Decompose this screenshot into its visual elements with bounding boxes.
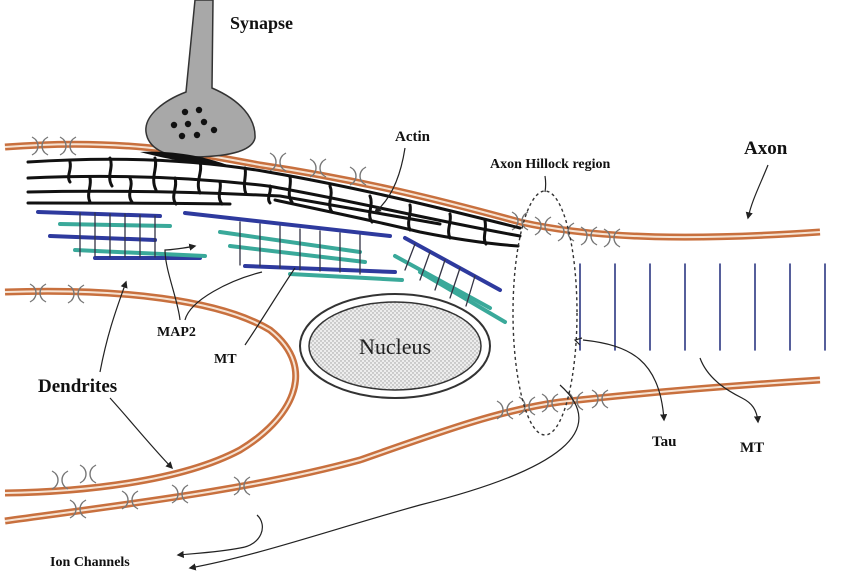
map2-label: MAP2 <box>157 325 196 340</box>
ion-channel-icon <box>51 470 69 490</box>
annotation-lines <box>99 147 769 571</box>
actin-label: Actin <box>395 129 431 145</box>
nucleus-label: Nucleus <box>359 334 431 359</box>
tau-label: Tau <box>652 434 676 450</box>
axon-hillock-label: Axon Hillock region <box>490 157 611 172</box>
mt-left-label: MT <box>214 352 237 367</box>
synapse-label: Synapse <box>230 13 293 33</box>
actin-network <box>26 156 522 248</box>
top-membrane <box>4 140 821 241</box>
dendrites-label: Dendrites <box>38 376 117 397</box>
ion-channel-icon <box>79 464 97 484</box>
dendrite-microtubules <box>36 210 507 324</box>
lower-membrane <box>4 376 821 525</box>
nucleus: Nucleus <box>299 293 491 399</box>
axon-hillock-outline <box>512 190 578 436</box>
upper-dendrite-membrane <box>4 287 300 497</box>
mt-right-label: MT <box>740 440 764 456</box>
axon-label: Axon <box>744 138 788 159</box>
ion-channels-label: Ion Channels <box>50 555 130 570</box>
axon-microtubules <box>530 260 846 354</box>
